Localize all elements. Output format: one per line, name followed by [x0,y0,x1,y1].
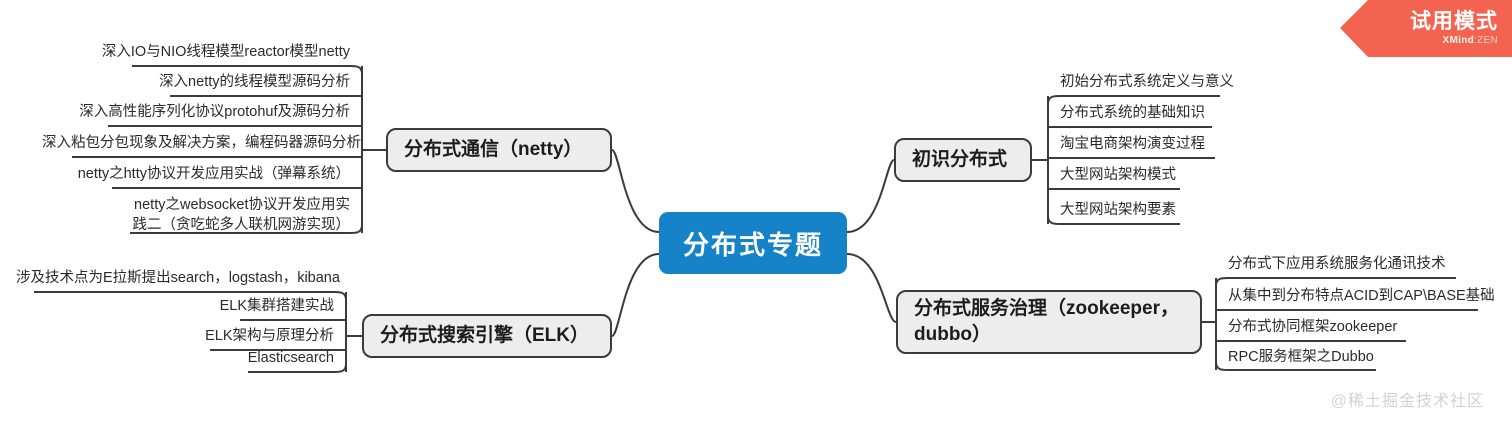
branch-node-governance[interactable]: 分布式服务治理（zookeeper，dubbo） [896,290,1202,354]
connector-root-elk [611,253,660,337]
leaf-governance-4[interactable]: RPC服务框架之Dubbo [1228,349,1374,365]
leaf-intro-2[interactable]: 分布式系统的基础知识 [1060,105,1205,121]
branch-node-elk[interactable]: 分布式搜索引擎（ELK） [362,314,612,358]
root-node[interactable]: 分布式专题 [659,212,847,274]
leaf-netty-2[interactable]: 深入netty的线程模型源码分析 [159,74,350,90]
leaf-intro-1[interactable]: 初始分布式系统定义与意义 [1060,74,1234,90]
trial-mode-banner: 试用模式 XMind:ZEN [1340,0,1512,57]
connector-root-netty [611,149,660,233]
leaf-elk-3[interactable]: ELK架构与原理分析 [205,328,334,344]
watermark: @稀土掘金技术社区 [1330,393,1484,410]
leaf-intro-5[interactable]: 大型网站架构要素 [1060,202,1176,218]
leaf-intro-4[interactable]: 大型网站架构模式 [1060,167,1176,183]
xmind-brand-label: XMind [1442,35,1475,47]
trial-mode-title: 试用模式 [1410,9,1498,33]
leaf-governance-3[interactable]: 分布式协同框架zookeeper [1228,319,1398,335]
leaf-netty-4[interactable]: 深入粘包分包现象及解决方案，编程码器源码分析 [42,135,361,151]
leaf-netty-6[interactable]: netty之websocket协议开发应用实践二（贪吃蛇多人联机网游实现） [132,197,351,233]
leaf-intro-3[interactable]: 淘宝电商架构演变过程 [1060,136,1205,152]
connector-root-intro [846,159,895,233]
leaf-netty-1[interactable]: 深入IO与NIO线程模型reactor模型netty [101,44,350,60]
leaf-netty-5[interactable]: netty之htty协议开发应用实战（弹幕系统） [77,166,350,182]
leaf-elk-1[interactable]: 涉及技术点为E拉斯提出search，logstash，kibana [16,270,340,286]
branch-node-netty[interactable]: 分布式通信（netty） [386,128,612,172]
branch-node-intro[interactable]: 初识分布式 [894,138,1032,182]
xmind-zen-label: :ZEN [1474,35,1498,47]
leaf-elk-4[interactable]: Elasticsearch [247,350,334,366]
bracket-intro-1 [1047,95,1220,105]
leaf-netty-3[interactable]: 深入高性能序列化协议protohuf及源码分析 [79,104,350,120]
trial-mode-brand: XMind:ZEN [1443,35,1498,46]
connector-root-governance [846,253,897,323]
leaf-elk-2[interactable]: ELK集群搭建实战 [219,298,334,314]
leaf-governance-1[interactable]: 分布式下应用系统服务化通讯技术 [1228,256,1446,272]
bracket-gov-1 [1215,277,1456,287]
leaf-governance-2[interactable]: 从集中到分布特点ACID到CAP\BASE基础 [1228,288,1495,304]
